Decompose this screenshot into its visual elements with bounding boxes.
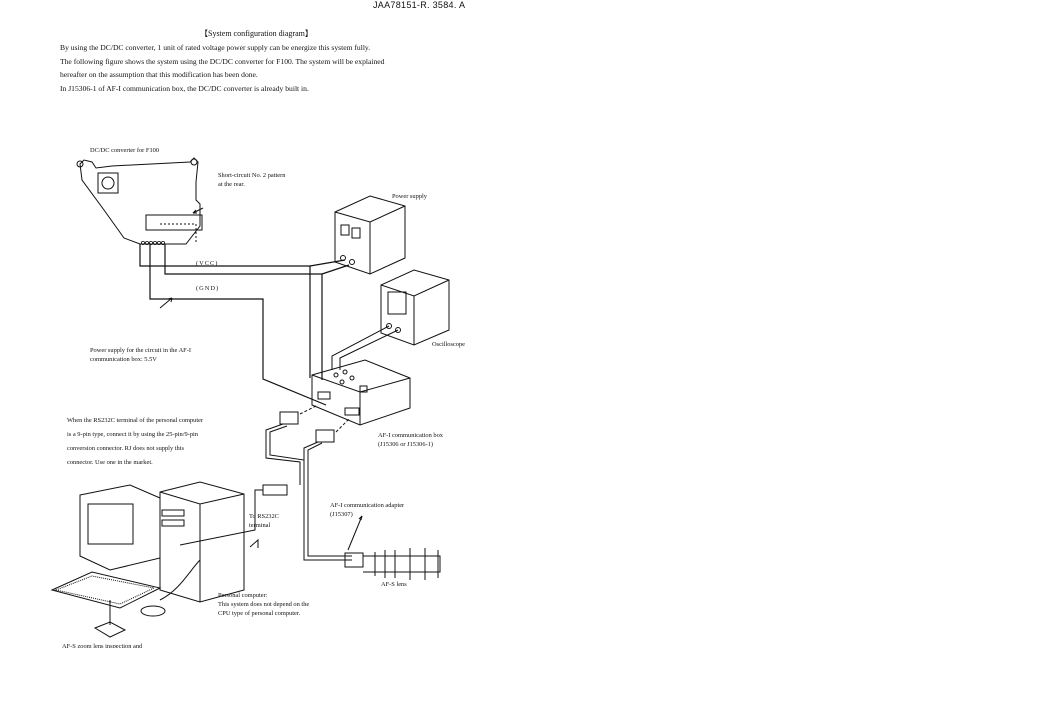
af-s-lens — [344, 515, 441, 580]
label-circuit-power: Power supply for the circuit in the AF-I — [90, 347, 191, 354]
label-short-circuit: Short-circuit No. 2 pattern — [218, 172, 286, 179]
note-rs232c: is a 9-pin type, connect it by using the… — [67, 431, 198, 438]
document-number: JAA78151-R. 3584. A — [373, 0, 466, 10]
personal-computer — [50, 481, 263, 638]
label-afs-lens: AF-S lens — [381, 581, 407, 588]
power-supply-unit — [334, 195, 406, 275]
serial-cables — [262, 404, 352, 561]
label-personal-computer: This system does not depend on the — [218, 601, 310, 608]
label-gnd: (GND) — [196, 285, 220, 292]
paragraph: The following figure shows the system us… — [60, 57, 385, 66]
paragraph: By using the DC/DC converter, 1 unit of … — [60, 43, 371, 52]
label-to-rs232c: To RS232C — [249, 513, 279, 520]
label-comm-adapter: AF-I communication adapter — [330, 502, 405, 509]
oscilloscope-unit — [331, 269, 450, 370]
label-dcdc-converter: DC/DC converter for F100 — [90, 147, 160, 154]
label-circuit-power: communication box: 5.5V — [90, 356, 157, 363]
label-footer-cut: AF-S zoom lens inspection and — [62, 643, 143, 648]
label-short-circuit: at the rear. — [218, 181, 245, 188]
label-power-supply: Power supply — [392, 193, 427, 200]
note-rs232c: connector. Use one in the market. — [67, 459, 153, 466]
note-rs232c: When the RS232C terminal of the personal… — [67, 417, 204, 424]
af-i-communication-box — [311, 359, 411, 426]
label-to-rs232c: terminal — [249, 522, 271, 529]
paragraph: hereafter on the assumption that this mo… — [60, 70, 258, 79]
label-personal-computer: CPU type of personal computer. — [218, 610, 301, 617]
label-comm-box: AF-I communication box — [378, 432, 443, 439]
label-oscilloscope: Oscilloscope — [432, 341, 466, 348]
label-comm-box: (J15306 or J15306-1) — [378, 441, 434, 448]
label-vcc: (VCC) — [196, 260, 219, 267]
dcdc-converter-board — [76, 157, 204, 245]
paragraph: In J15306-1 of AF-I communication box, t… — [60, 84, 309, 93]
label-comm-adapter: (J15307) — [330, 511, 353, 518]
note-rs232c: conversion connector. RJ does not supply… — [67, 445, 184, 452]
label-personal-computer: Personal computer: — [218, 592, 268, 599]
page-title: 【System configuration diagram】 — [200, 29, 313, 38]
power-wires — [139, 244, 350, 406]
